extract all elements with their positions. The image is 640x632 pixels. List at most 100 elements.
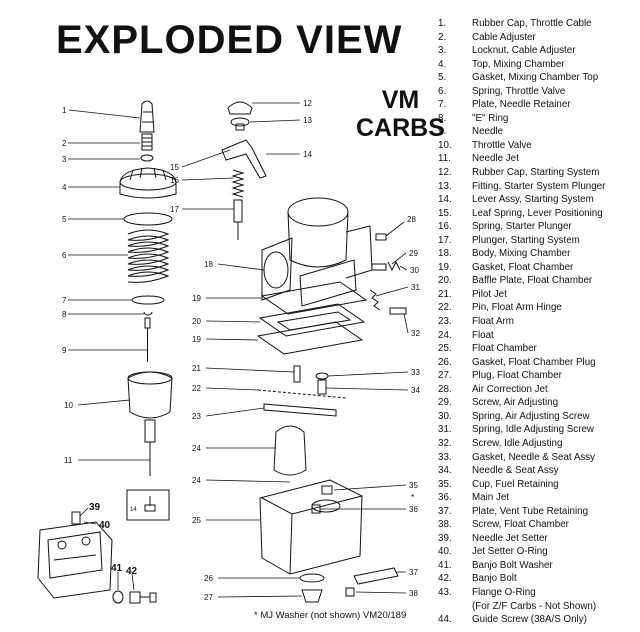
callout-12: 12 xyxy=(303,99,312,108)
subtitle-vm: VM xyxy=(381,86,420,114)
callout-28: 28 xyxy=(407,215,416,224)
parts-list-item: 1.Rubber Cap, Throttle Cable xyxy=(438,18,638,32)
part-label: Flange O-Ring xyxy=(472,586,536,598)
part-label: Plunger, Starting System xyxy=(472,234,580,246)
parts-list-item: 25.Float Chamber xyxy=(438,343,638,357)
part-number: 35. xyxy=(438,478,452,490)
part-number: 23. xyxy=(438,316,452,328)
leader-lines-bottom-left xyxy=(79,507,135,591)
parts-list-item: 31.Spring, Idle Adjusting Screw xyxy=(438,424,638,438)
float-gasket-2 xyxy=(256,321,364,355)
idle-screw xyxy=(389,307,407,315)
leader-lines-left xyxy=(68,109,150,461)
parts-list-item: 22.Pin, Float Arm Hinge xyxy=(438,302,638,316)
part-number: 39. xyxy=(438,532,452,544)
starter-lever xyxy=(221,139,267,179)
part-number: 11. xyxy=(438,153,451,165)
part-number: 15. xyxy=(438,207,452,219)
parts-list-item: 15.Leaf Spring, Lever Positioning xyxy=(438,208,638,222)
callout-14: 14 xyxy=(303,150,312,159)
parts-list-item: 14.Lever Assy, Starting System xyxy=(438,194,638,208)
part-label: Spring, Starter Plunger xyxy=(472,221,572,233)
banjo-bolt-washer xyxy=(112,590,124,604)
small-carb-body xyxy=(37,521,113,599)
cable-adjuster xyxy=(141,133,153,151)
gasket-top xyxy=(123,212,173,226)
parts-list-item: 3.Locknut, Cable Adjuster xyxy=(438,45,638,59)
part-label: "E" Ring xyxy=(472,112,509,124)
part-label: Air Correction Jet xyxy=(472,383,548,395)
parts-list-item: 9.Needle xyxy=(438,126,638,140)
part-number: 17. xyxy=(438,234,452,246)
float-arm-pin xyxy=(257,389,347,399)
parts-list-item: 6.Spring, Throttle Valve xyxy=(438,86,638,100)
parts-list-item: (For Z/F Carbs - Not Shown) xyxy=(438,601,638,615)
parts-list-item: 24.Float xyxy=(438,330,638,344)
callout-42: 42 xyxy=(126,566,138,577)
part-number: 12. xyxy=(438,167,452,179)
callout-13: 13 xyxy=(303,116,312,125)
part-number: 38. xyxy=(438,519,452,531)
parts-list-item: 2.Cable Adjuster xyxy=(438,32,638,46)
float xyxy=(273,425,307,476)
callout-3: 3 xyxy=(62,155,67,164)
part-number: 26. xyxy=(438,356,452,368)
callout-19: 19 xyxy=(192,294,201,303)
idle-spring xyxy=(369,289,381,311)
callout-20: 20 xyxy=(192,317,201,326)
part-label: Spring, Idle Adjusting Screw xyxy=(472,424,594,436)
part-number: 33. xyxy=(438,451,452,463)
leader-lines-center xyxy=(181,102,409,598)
part-number: 43. xyxy=(438,586,452,598)
parts-list-item: 28. Air Correction Jet xyxy=(438,384,638,398)
callout-15: 15 xyxy=(170,163,179,172)
callout-19-second: 19 xyxy=(192,335,201,344)
part-label: Gasket, Mixing Chamber Top xyxy=(472,72,599,84)
part-label: Top, Mixing Chamber xyxy=(472,58,565,70)
callout-41: 41 xyxy=(111,563,123,574)
part-number: 37. xyxy=(438,505,452,517)
callout-37: 37 xyxy=(409,568,418,577)
float-arm xyxy=(263,403,337,417)
parts-list-item: 38. Screw, Float Chamber xyxy=(438,519,638,533)
callout-24-second: 24 xyxy=(192,476,201,485)
parts-list-item: 12.Rubber Cap, Starting System xyxy=(438,167,638,181)
parts-list-item: 44.Guide Screw (38A/S Only) xyxy=(438,614,638,628)
diagram-title: EXPLODED VIEW xyxy=(56,18,403,62)
parts-list-item: 34.Needle & Seat Assy xyxy=(438,465,638,479)
parts-list-item: 40.Jet Setter O-Ring xyxy=(438,546,638,560)
callout-7: 7 xyxy=(62,296,67,305)
throttle-valve xyxy=(127,371,173,419)
part-number: 14. xyxy=(438,194,452,206)
part-number: 41. xyxy=(438,559,452,571)
callout-8: 8 xyxy=(62,310,67,319)
part-label: Guide Screw (38A/S Only) xyxy=(472,614,587,626)
part-number: 42. xyxy=(438,573,452,585)
callout-29: 29 xyxy=(409,249,418,258)
starter-fitting xyxy=(230,117,250,131)
screw-air-adjust xyxy=(371,263,387,271)
part-label: Spring, Air Adjusting Screw xyxy=(472,410,590,422)
part-label: Main Jet xyxy=(472,492,510,504)
part-number: 28. xyxy=(438,383,452,395)
parts-list-item: 7.Plate, Needle Retainer xyxy=(438,99,638,113)
needle-jet-setter-small xyxy=(71,511,81,525)
callout-35: 35 xyxy=(409,481,418,490)
throttle-spring xyxy=(127,229,170,283)
part-number: 24. xyxy=(438,329,452,341)
mixing-chamber-top xyxy=(119,167,177,199)
part-number: 13. xyxy=(438,180,452,192)
part-label: Screw, Float Chamber xyxy=(472,519,569,531)
part-label: Plate, Needle Retainer xyxy=(472,99,571,111)
callout-22: 22 xyxy=(192,384,201,393)
part-label: Gasket, Float Chamber Plug xyxy=(472,356,596,368)
parts-list-item: 26. Gasket, Float Chamber Plug xyxy=(438,357,638,371)
float-chamber-screw xyxy=(345,587,355,597)
parts-list-item: 19.Gasket, Float Chamber xyxy=(438,262,638,276)
needle-seat xyxy=(315,372,329,395)
parts-list-item: 29.Screw, Air Adjusting xyxy=(438,397,638,411)
fuel-cup xyxy=(321,485,333,495)
part-label: Needle Jet Setter xyxy=(472,532,548,544)
callout-24: 24 xyxy=(192,444,201,453)
parts-list-item: 5.Gasket, Mixing Chamber Top xyxy=(438,72,638,86)
